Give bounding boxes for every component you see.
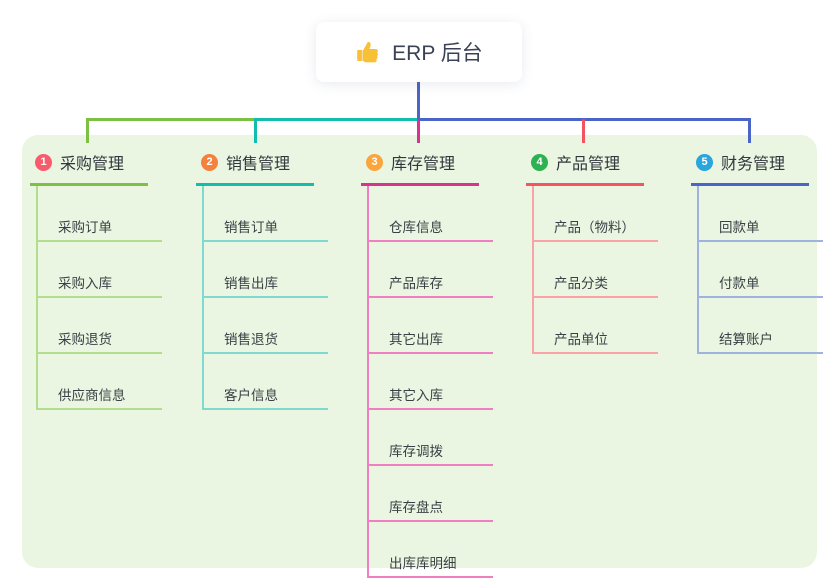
branch-5: 5 财务管理回款单付款单结算账户 xyxy=(691,143,823,354)
branch-item[interactable]: 库存盘点 xyxy=(369,466,493,522)
branch-item[interactable]: 付款单 xyxy=(699,242,823,298)
branch-item[interactable]: 客户信息 xyxy=(204,354,328,410)
branch-item[interactable]: 回款单 xyxy=(699,186,823,242)
branch-4-title[interactable]: 4 产品管理 xyxy=(526,143,644,186)
branch-item[interactable]: 供应商信息 xyxy=(38,354,162,410)
branch-item[interactable]: 其它入库 xyxy=(369,354,493,410)
branch-item[interactable]: 采购订单 xyxy=(38,186,162,242)
branch-3-index-badge: 3 xyxy=(366,153,383,171)
branch-item[interactable]: 销售出库 xyxy=(204,242,328,298)
branch-1: 1 采购管理采购订单采购入库采购退货供应商信息 xyxy=(30,143,162,410)
branch-item[interactable]: 产品单位 xyxy=(534,298,658,354)
branch-item[interactable]: 销售订单 xyxy=(204,186,328,242)
branch-1-label: 采购管理 xyxy=(60,156,125,173)
branch-2-label: 销售管理 xyxy=(226,156,291,173)
branch-5-items: 回款单付款单结算账户 xyxy=(697,186,823,354)
branch-1-items: 采购订单采购入库采购退货供应商信息 xyxy=(36,186,162,410)
branch-4-items: 产品（物料）产品分类产品单位 xyxy=(532,186,658,354)
branch-5-index-badge: 5 xyxy=(696,153,713,171)
branch-3: 3 库存管理仓库信息产品库存其它出库其它入库库存调拨库存盘点出库库明细 xyxy=(361,143,493,578)
branch-4: 4 产品管理产品（物料）产品分类产品单位 xyxy=(526,143,658,354)
branch-3-title[interactable]: 3 库存管理 xyxy=(361,143,479,186)
branch-2-items: 销售订单销售出库销售退货客户信息 xyxy=(202,186,328,410)
branch-1-title[interactable]: 1 采购管理 xyxy=(30,143,148,186)
root-node[interactable]: ERP 后台 xyxy=(316,22,522,82)
branch-item[interactable]: 其它出库 xyxy=(369,298,493,354)
branch-4-index-badge: 4 xyxy=(531,153,548,171)
branch-item[interactable]: 采购退货 xyxy=(38,298,162,354)
branch-item[interactable]: 产品（物料） xyxy=(534,186,658,242)
root-label: ERP 后台 xyxy=(392,42,483,65)
branch-2-index-badge: 2 xyxy=(201,153,218,171)
branch-3-items: 仓库信息产品库存其它出库其它入库库存调拨库存盘点出库库明细 xyxy=(367,186,493,578)
branch-5-label: 财务管理 xyxy=(721,156,786,173)
branch-item[interactable]: 产品分类 xyxy=(534,242,658,298)
branch-item[interactable]: 库存调拨 xyxy=(369,410,493,466)
branch-item[interactable]: 仓库信息 xyxy=(369,186,493,242)
branch-2-title[interactable]: 2 销售管理 xyxy=(196,143,314,186)
thumbs-up-icon xyxy=(357,42,379,63)
branch-5-title[interactable]: 5 财务管理 xyxy=(691,143,809,186)
branch-3-label: 库存管理 xyxy=(391,156,456,173)
branch-item[interactable]: 结算账户 xyxy=(699,298,823,354)
branch-2: 2 销售管理销售订单销售出库销售退货客户信息 xyxy=(196,143,328,410)
branch-4-label: 产品管理 xyxy=(556,156,621,173)
branch-item[interactable]: 产品库存 xyxy=(369,242,493,298)
branch-1-index-badge: 1 xyxy=(35,153,52,171)
branch-item[interactable]: 出库库明细 xyxy=(369,522,493,578)
branch-item[interactable]: 销售退货 xyxy=(204,298,328,354)
branches-panel xyxy=(22,135,817,568)
branch-item[interactable]: 采购入库 xyxy=(38,242,162,298)
